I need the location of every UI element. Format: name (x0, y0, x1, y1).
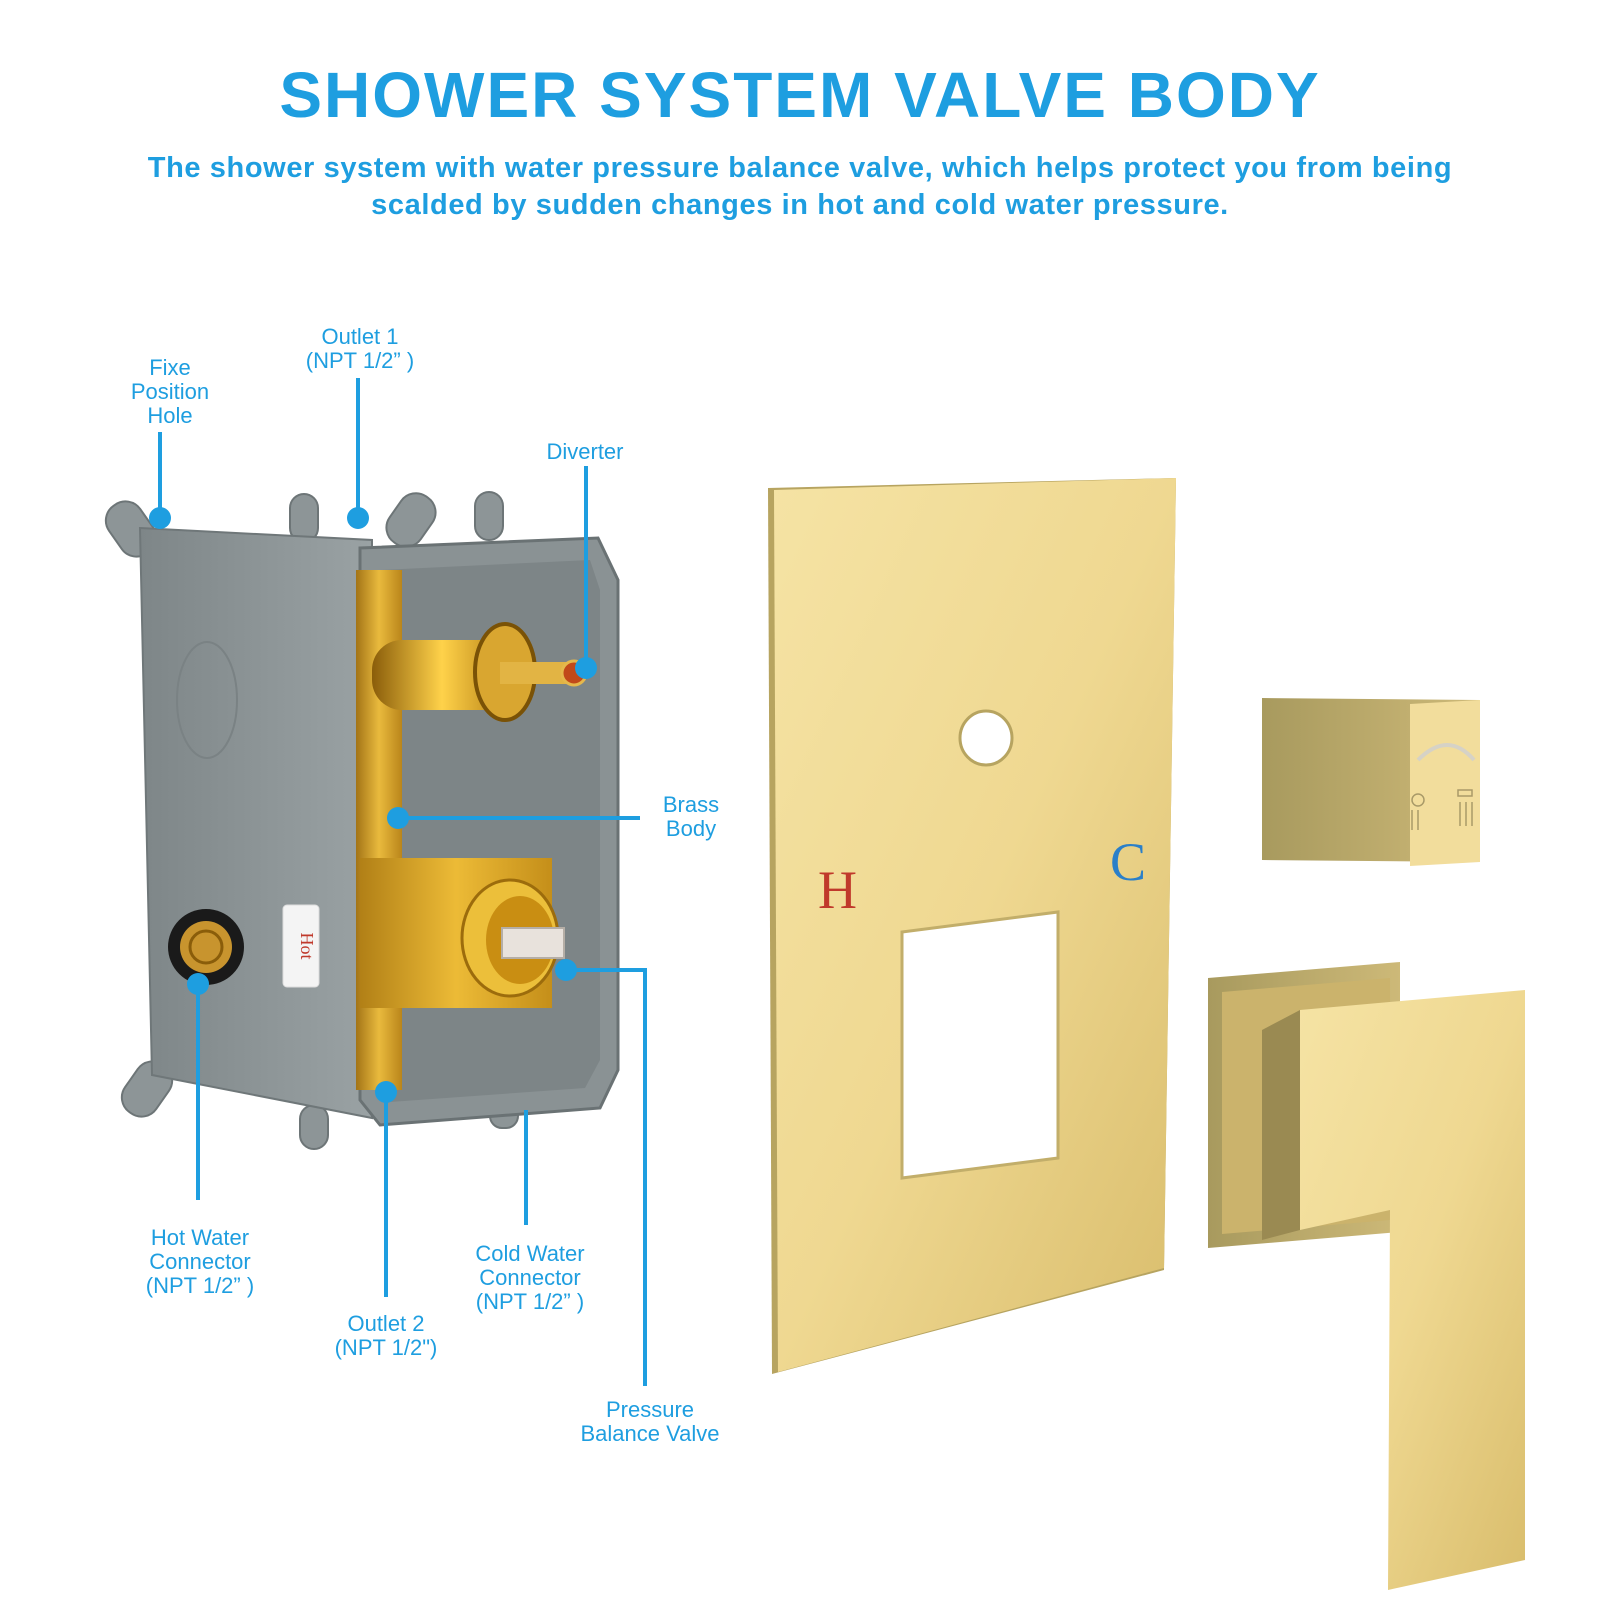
cold-mark: C (1110, 832, 1146, 892)
cover-plate: H C (768, 478, 1176, 1374)
hot-mark: H (818, 860, 857, 920)
diverter-knob (1262, 698, 1480, 866)
rain-shower-icon (1457, 789, 1473, 826)
callout-cold-water-connector: Cold Water Connector (NPT 1/2” ) (475, 1241, 585, 1314)
page-subtitle: The shower system with water pressure ba… (147, 152, 1453, 221)
callout-lines (158, 378, 647, 1386)
callout-hot-water-connector: Hot Water Connector (NPT 1/2” ) (145, 1225, 255, 1298)
handheld-shower-icon (1411, 793, 1425, 830)
hot-sticker-text: Hot (297, 933, 317, 960)
callout-fixe-position-hole: Fixe Position Hole (130, 355, 210, 428)
hot-sticker (282, 904, 320, 988)
callout-diverter: Diverter (546, 439, 624, 464)
callout-dots (149, 507, 597, 1103)
lever-handle (1208, 962, 1525, 1590)
callout-outlet-1: Outlet 1 (NPT 1/2” ) (305, 324, 415, 373)
valve-box: Hot (104, 491, 620, 1150)
callout-pressure-balance-valve: Pressure Balance Valve (580, 1397, 720, 1446)
callout-brass-body: Brass Body (662, 792, 720, 841)
callout-outlet-2: Outlet 2 (NPT 1/2") (334, 1311, 438, 1360)
page-title: SHOWER SYSTEM VALVE BODY (279, 59, 1321, 131)
